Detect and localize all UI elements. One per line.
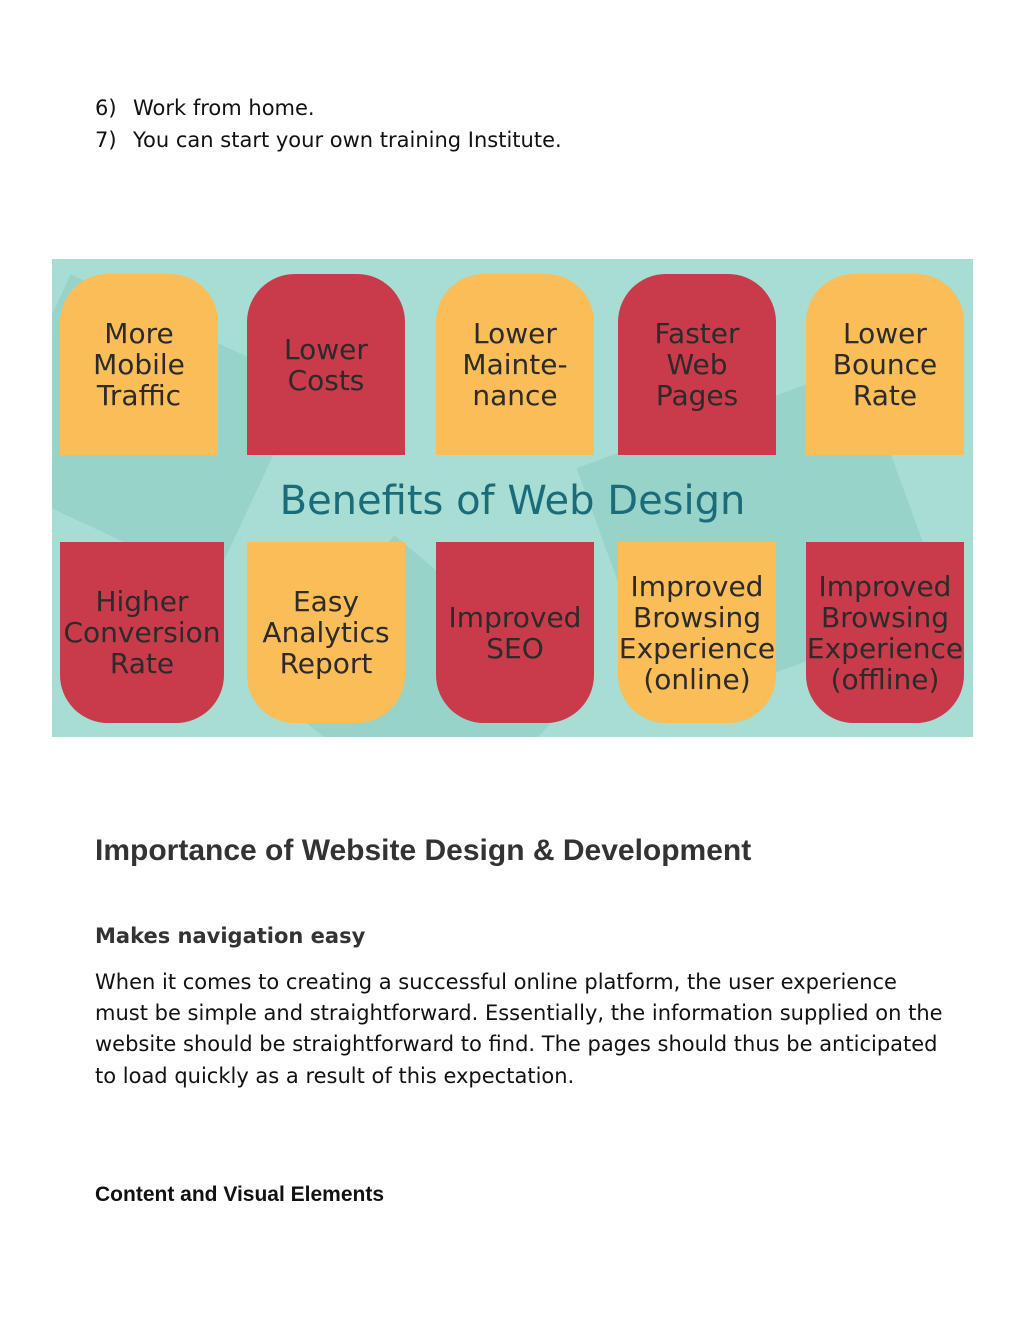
section-heading: Importance of Website Design & Developme…	[95, 834, 752, 867]
list-text: You can start your own training Institut…	[133, 127, 562, 152]
list-text: Work from home.	[133, 96, 315, 120]
benefit-label: Easy Analytics Report	[262, 585, 390, 680]
benefit-label: Improved Browsing Experience (online)	[618, 569, 776, 696]
benefit-tile: Lower Mainte- nance	[436, 274, 594, 455]
benefit-tile: Easy Analytics Report	[247, 542, 405, 723]
benefit-tile: Lower Costs	[247, 274, 405, 455]
benefit-label: Lower Bounce Rate	[832, 317, 938, 412]
subheading: Content and Visual Elements	[95, 1183, 385, 1206]
list-item: 6) Work from home.	[95, 93, 562, 125]
numbered-list: 6) Work from home. 7) You can start your…	[95, 93, 562, 156]
benefit-label: Lower Costs	[284, 332, 368, 397]
list-number: 6)	[95, 96, 117, 120]
benefit-label: Faster Web Pages	[654, 317, 740, 412]
benefit-tile: Improved SEO	[436, 542, 594, 723]
benefit-label: Improved SEO	[448, 600, 582, 665]
benefit-tile: Improved Browsing Experience (offline)	[806, 542, 964, 723]
benefit-label: Improved Browsing Experience (offline)	[806, 569, 964, 696]
list-number: 7)	[95, 127, 117, 152]
benefits-infographic: More Mobile Traffic Lower Costs Lower Ma…	[52, 259, 973, 737]
benefit-tile: Lower Bounce Rate	[806, 274, 964, 455]
benefit-tile: More Mobile Traffic	[60, 274, 218, 455]
benefit-tile: Higher Conversion Rate	[60, 542, 224, 723]
benefit-label: Higher Conversion Rate	[63, 585, 221, 680]
benefit-label: Lower Mainte- nance	[462, 317, 568, 412]
infographic-title: Benefits of Web Design	[279, 478, 746, 524]
benefit-label: More Mobile Traffic	[93, 317, 185, 412]
subheading: Makes navigation easy	[95, 924, 366, 948]
body-paragraph: When it comes to creating a successful o…	[95, 970, 943, 1088]
list-item: 7) You can start your own training Insti…	[95, 125, 562, 157]
benefit-tile: Improved Browsing Experience (online)	[618, 542, 776, 723]
benefit-tile: Faster Web Pages	[618, 274, 776, 455]
